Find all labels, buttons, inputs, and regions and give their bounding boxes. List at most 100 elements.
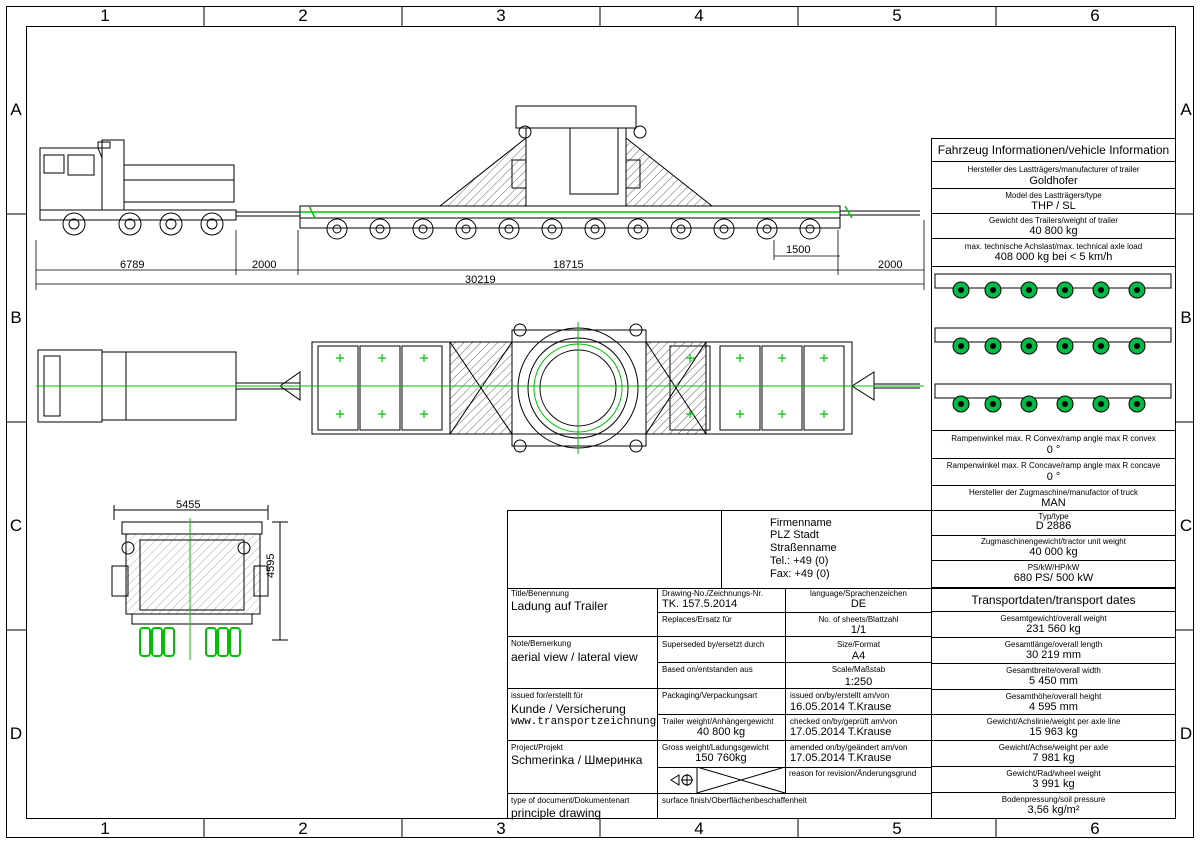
- top-centerlines: [36, 322, 924, 454]
- company-street: Straßenname: [770, 542, 837, 554]
- trailer-weight-value: 40 800 kg: [696, 726, 746, 738]
- scale-value: 1:250: [844, 676, 873, 688]
- truck-mfr-value: MAN: [1041, 497, 1066, 509]
- grid-row-a-r: A: [1180, 100, 1192, 119]
- project-label: Project/Projekt: [511, 743, 564, 752]
- issued-for-value: Kunde / Versicherung: [511, 702, 626, 716]
- grid-row-a: A: [10, 100, 22, 119]
- dim-axle-spacing: 1500: [786, 244, 811, 256]
- language-value: DE: [850, 598, 867, 610]
- grid-row-c-r: C: [1179, 516, 1193, 535]
- grid-col-5: 5: [892, 6, 902, 25]
- scale-label: Scale/Maßstab: [831, 665, 886, 674]
- dim-gap1: 2000: [252, 259, 277, 271]
- grid-row-b: B: [10, 308, 22, 327]
- grid-row-d: D: [9, 724, 23, 743]
- axle-load-value: 408 000 kg bei < 5 km/h: [994, 251, 1113, 263]
- axle-line-weight-label: Gewicht/Achslinie/weight per axle line: [986, 717, 1121, 726]
- truck-mfr-label: Hersteller der Zugmaschine/manufactor of…: [969, 488, 1138, 497]
- issued-for-label: issued for/erstellt für: [511, 691, 584, 700]
- power-value: 680 PS/ 500 kW: [1013, 572, 1094, 584]
- project-value: Schmerinka / Шмеринка: [511, 753, 643, 767]
- side-view: [39, 105, 920, 240]
- grid-col-2: 2: [298, 6, 308, 25]
- language-label: language/Sprachenzeichen: [810, 589, 907, 598]
- superseded-label: Superseded by/ersetzt durch: [662, 640, 765, 649]
- dim-front-height: 4595: [265, 553, 277, 578]
- grid-col-4: 4: [694, 6, 704, 25]
- overall-length-value: 30 219 mm: [1025, 649, 1082, 661]
- based-label: Based on/entstanden aus: [662, 665, 753, 674]
- title-value: Ladung auf Trailer: [511, 599, 608, 613]
- sheets-label: No. of sheets/Blattzahl: [818, 615, 899, 624]
- company-tel: Tel.: +49 (0): [770, 555, 829, 567]
- projection-symbol-cell: [670, 767, 785, 793]
- wheel-weight-label: Gewicht/Rad/wheel weight: [1006, 769, 1101, 778]
- grid-col-4-b: 4: [694, 819, 704, 838]
- top-markers: [336, 354, 828, 418]
- doc-type-value: principle drawing: [511, 806, 602, 820]
- grid-row-d-r: D: [1179, 724, 1193, 743]
- gross-label: Gross weight/Ladungsgewicht: [662, 743, 769, 752]
- overall-length-label: Gesamtlänge/overall length: [1004, 640, 1103, 649]
- surface-label: surface finish/Oberflächenbeschaffenheit: [662, 796, 807, 805]
- grid-col-2-b: 2: [298, 819, 308, 838]
- power-label: PS/kW/HP/kW: [1027, 563, 1080, 572]
- grid-col-6: 6: [1090, 6, 1100, 25]
- manufacturer-label: Hersteller des Lastträgers/manufacturer …: [967, 165, 1140, 174]
- drawing-no-label: Drawing-No./Zeichnungs-Nr.: [662, 589, 763, 598]
- convex-label: Rampenwinkel max. R Convex/ramp angle ma…: [951, 434, 1156, 443]
- trailer-weight-label: Trailer weight/Anhängergewicht: [662, 717, 774, 726]
- grid-ticks: [6, 6, 1194, 838]
- packaging-label: Packaging/Verpackungsart: [662, 691, 758, 700]
- sheets-value: 1/1: [850, 624, 867, 636]
- tractor-weight-label: Zugmaschinengewicht/tractor unit weight: [981, 537, 1126, 546]
- trailer-wheels: [326, 218, 821, 240]
- size-label: Size/Format: [836, 640, 881, 649]
- grid-col-3: 3: [496, 6, 506, 25]
- manufacturer-value: Goldhofer: [1029, 175, 1078, 187]
- weight-value: 40 800 kg: [1029, 225, 1078, 237]
- axle-weight-value: 7 981 kg: [1032, 752, 1075, 764]
- overall-height-value: 4 595 mm: [1029, 701, 1078, 713]
- overall-width-label: Gesamtbreite/overall width: [1006, 666, 1101, 675]
- title-block-frame: [507, 510, 932, 819]
- vehicle-info-title: Fahrzeug Informationen/vehicle Informati…: [937, 143, 1170, 157]
- grid-col-6-b: 6: [1090, 819, 1100, 838]
- concave-value: 0 °: [1046, 471, 1061, 483]
- top-view: [37, 323, 920, 453]
- dim-front-width: 5455: [176, 499, 201, 511]
- dim-trailer: 18715: [553, 259, 584, 271]
- doc-type-label: type of document/Dokumentenart: [511, 796, 630, 805]
- note-label: Note/Bemerkung: [511, 639, 572, 648]
- axle-profiles: [934, 273, 1172, 413]
- top-modules: [317, 345, 845, 431]
- company-name: Firmenname: [770, 517, 832, 529]
- grid-row-c: C: [9, 516, 23, 535]
- checked-label: checked on/by/geprüft am/von: [790, 717, 898, 726]
- tractor-weight-value: 40 000 kg: [1029, 546, 1078, 558]
- issued-on-value: 16.05.2014 T.Krause: [790, 701, 892, 713]
- overall-weight-label: Gesamtgewicht/overall weight: [1000, 614, 1107, 623]
- replaces-label: Replaces/Ersatz für: [662, 615, 732, 624]
- model-value: THP / SL: [1031, 200, 1076, 212]
- amended-label: amended on/by/geändert am/von: [790, 743, 908, 752]
- issued-on-label: issued on/by/erstellt am/von: [790, 691, 890, 700]
- type-value: D 2886: [1035, 520, 1072, 532]
- type-label: Typ/type: [1038, 512, 1069, 521]
- grid-col-5-b: 5: [892, 819, 902, 838]
- vehicle-info-box: [931, 138, 1176, 588]
- load-side: [438, 105, 714, 207]
- front-wheels: [139, 627, 241, 657]
- convex-value: 0 °: [1046, 444, 1061, 456]
- gross-value: 150 760kg: [695, 752, 747, 764]
- concave-label: Rampenwinkel max. R Concave/ramp angle m…: [946, 461, 1161, 470]
- grid-row-b-r: B: [1180, 308, 1192, 327]
- axle-weight-label: Gewicht/Achse/weight per axle: [998, 743, 1109, 752]
- soil-pressure-value: 3,56 kg/m²: [1027, 804, 1080, 816]
- soil-pressure-label: Bodenpressung/soil pressure: [1001, 795, 1106, 804]
- weight-label: Gewicht des Trailers/weight of trailer: [989, 216, 1118, 225]
- grid-col-1: 1: [100, 6, 110, 25]
- truck-cab: [39, 147, 103, 211]
